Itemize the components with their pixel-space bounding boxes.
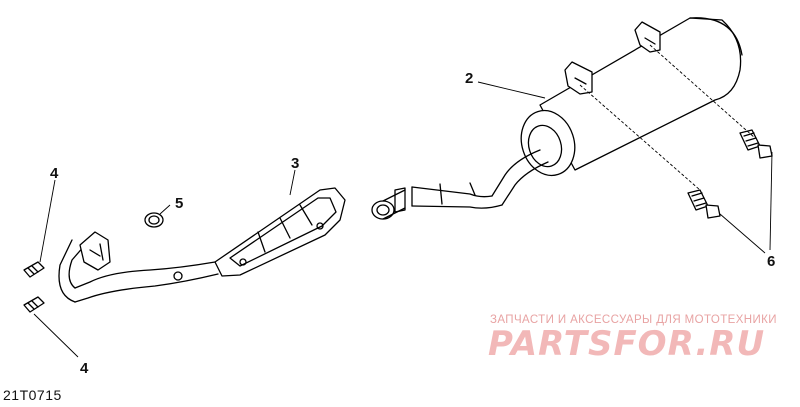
silencer-bolt-upper: [739, 129, 773, 159]
flange-stud-bottom: [23, 296, 45, 313]
callout-4-top: 4: [50, 165, 59, 182]
exhaust-flange: [79, 231, 111, 271]
diagram-reference-code: 21T0715: [3, 387, 62, 403]
silencer-bracket-rear: [634, 21, 661, 53]
callout-6: 6: [767, 253, 775, 270]
callout-2: 2: [465, 70, 473, 87]
watermark-logo: PARTSFOR.RU: [488, 324, 766, 364]
callout-4-bottom: 4: [80, 360, 89, 377]
header-heat-shield: [214, 187, 346, 277]
callout-5: 5: [175, 195, 183, 212]
silencer-bolt-lower: [687, 189, 721, 219]
watermark-tagline: ЗАПЧАСТИ И АКСЕССУАРЫ ДЛЯ МОТОТЕХНИКИ: [490, 314, 777, 326]
exhaust-gasket: [144, 212, 164, 228]
flange-stud-top: [23, 261, 45, 278]
callout-3: 3: [291, 155, 299, 172]
silencer-bracket-front: [564, 61, 593, 95]
header-pipe: [58, 231, 219, 303]
mid-pipe: [371, 182, 503, 220]
leader-lines: [33, 44, 773, 358]
silencer-muffler: [491, 17, 743, 206]
